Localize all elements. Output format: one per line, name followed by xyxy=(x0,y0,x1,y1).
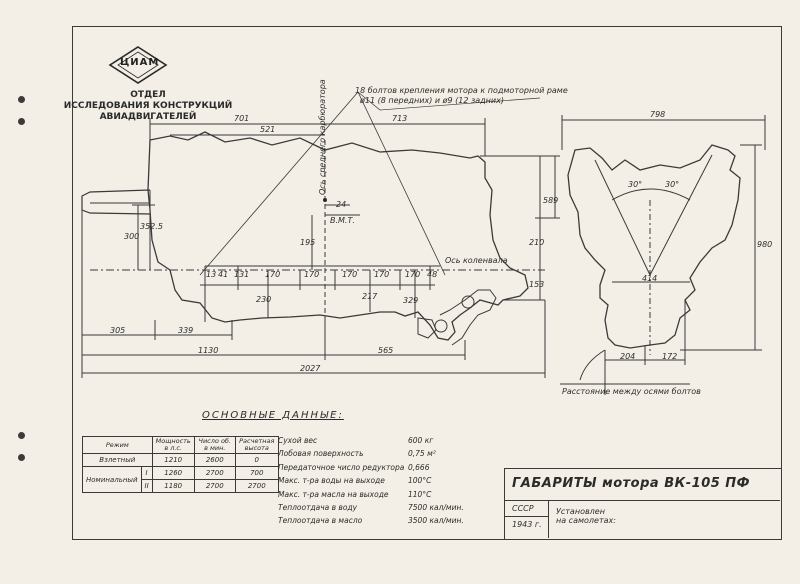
dim-label: 230 xyxy=(256,295,272,304)
bolts-note: 18 болтов крепления мотора к подмоторной… xyxy=(355,86,568,95)
dim-label: 13 xyxy=(206,270,217,279)
year: 1943 г. xyxy=(512,520,542,529)
dim-label: 339 xyxy=(178,326,194,335)
engine-side-outline xyxy=(147,131,529,341)
dim-label: 217 xyxy=(362,292,378,301)
dim-label: 204 xyxy=(620,352,636,361)
dim-label: 980 xyxy=(757,240,773,249)
ciam-logo-icon xyxy=(108,46,168,84)
dim-label: 153 xyxy=(529,280,545,289)
source-line: Установлен xyxy=(556,507,605,516)
drawing-title: ГАБАРИТЫ мотора ВК-105 ПФ xyxy=(512,476,751,491)
vmt-note: В.М.Т. xyxy=(330,216,355,225)
punch-hole xyxy=(18,118,25,125)
dim-label: 170 xyxy=(304,270,320,279)
dim-label: 170 xyxy=(405,270,421,279)
engine-front-outline xyxy=(567,144,741,349)
dim-label: 24 xyxy=(336,200,347,209)
bolt-distance-note: Расстояние между осями болтов xyxy=(562,387,701,396)
dim-label: 701 xyxy=(234,114,250,123)
dim-label: 48 xyxy=(427,270,438,279)
department-name: ОТДЕЛ ИССЛЕДОВАНИЯ КОНСТРУКЦИЙ АВИАДВИГА… xyxy=(63,90,233,122)
dim-label: 170 xyxy=(265,270,281,279)
dim-label: 2027 xyxy=(300,364,321,373)
punch-hole xyxy=(18,96,25,103)
table-row: Взлетный 1210 2600 0 xyxy=(82,453,279,467)
table-header: Число об. в мин. xyxy=(193,436,236,454)
dim-label: 210 xyxy=(529,238,545,247)
dim-label: 329 xyxy=(403,296,419,305)
country: СССР xyxy=(512,504,534,513)
table-row: Номинальный I 1260 2700 700 xyxy=(82,466,279,493)
dim-label: 305 xyxy=(110,326,126,335)
dim-label: 352.5 xyxy=(140,222,163,231)
dim-label: 170 xyxy=(374,270,390,279)
dim-label: 131 xyxy=(234,270,250,279)
dim-label: 172 xyxy=(662,352,678,361)
table-header: Расчетная высота xyxy=(234,436,279,454)
drawing-frame xyxy=(72,26,782,540)
dim-label: 195 xyxy=(300,238,316,247)
table-row: II 1180 2700 2700 xyxy=(83,479,279,493)
dim-label: 30° xyxy=(665,180,680,189)
punch-hole xyxy=(18,432,25,439)
dim-label: 30° xyxy=(628,180,643,189)
dim-label: 300 xyxy=(124,232,140,241)
title-block xyxy=(504,468,781,539)
dim-label: 1130 xyxy=(198,346,219,355)
dim-label: 41 xyxy=(218,270,229,279)
main-data-title: ОСНОВНЫЕ ДАННЫЕ: xyxy=(202,410,344,421)
dim-label: 713 xyxy=(392,114,408,123)
table-header: Мощность в л.с. xyxy=(151,436,195,454)
table-header: Режим xyxy=(82,436,153,454)
carburetor-axis-note: Ось среднего карбюратора xyxy=(318,79,327,195)
logo-text: ЦИАМ xyxy=(120,57,160,68)
crankshaft-axis-note: Ось коленвала xyxy=(445,256,508,265)
dim-label: 170 xyxy=(342,270,358,279)
dim-label: 798 xyxy=(650,110,666,119)
source-line: на самолетах: xyxy=(556,516,616,525)
dim-label: 414 xyxy=(642,274,658,283)
bolts-note-sizes: ø11 (8 передних) и ø9 (12 задних) xyxy=(360,96,504,105)
dim-label: 589 xyxy=(543,196,559,205)
dim-label: 521 xyxy=(260,125,276,134)
punch-hole xyxy=(18,454,25,461)
dim-label: 565 xyxy=(378,346,394,355)
modes-table: Режим Мощность в л.с. Число об. в мин. Р… xyxy=(82,436,279,493)
